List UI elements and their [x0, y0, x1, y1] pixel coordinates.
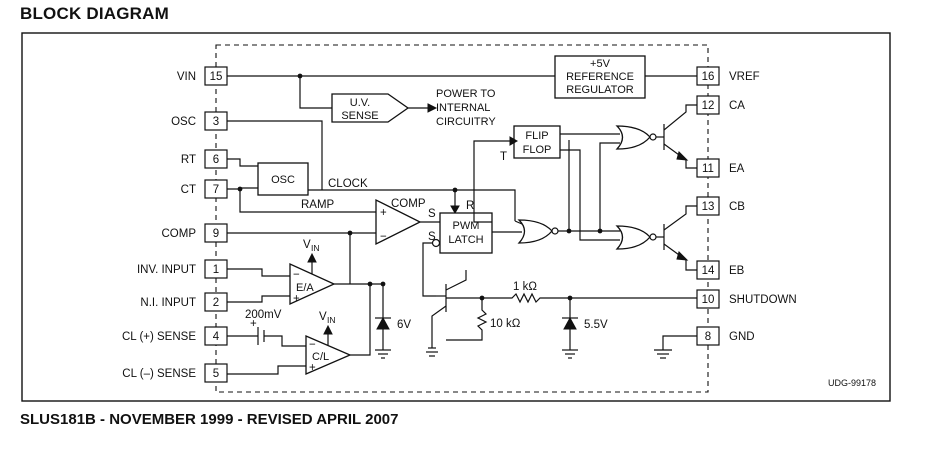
reference-line-2: REFERENCE: [566, 71, 634, 83]
pwm-latch-block: [439, 212, 493, 254]
r1k-label: 1 kΩ: [513, 281, 537, 293]
pin-number-10: 10: [702, 294, 715, 306]
right-pins: 16 VREF 12 CA 11 EA 13 CB 14 EB 10 SHUTD…: [696, 66, 797, 346]
reference-line-1: +5V: [590, 58, 611, 70]
document-footer: SLUS181B - NOVEMBER 1999 - REVISED APRIL…: [20, 411, 399, 428]
power-note-line-1: POWER TO: [436, 88, 496, 100]
reference-regulator-block: [554, 55, 646, 99]
ramp-label: RAMP: [301, 199, 335, 211]
zener-6v-label: 6V: [397, 319, 411, 331]
outer-frame: [21, 32, 891, 402]
comp-plus: +: [380, 207, 387, 219]
current-limit-amplifier: [305, 335, 352, 375]
pin-label-ea: EA: [729, 163, 745, 175]
t-label: T: [500, 151, 507, 163]
power-note-line-3: CIRCUITRY: [436, 116, 496, 128]
osc-block-label: OSC: [271, 174, 295, 186]
pin-number-4: 4: [213, 331, 220, 343]
vin-label-sub: IN: [311, 243, 320, 253]
pin-label-eb: EB: [729, 265, 745, 277]
r-label: R: [466, 200, 474, 212]
left-pins: VIN 15 OSC 3 RT 6 CT 7 COMP 9 INV. INPUT…: [122, 66, 228, 383]
pin-number-8: 8: [705, 331, 711, 343]
pwm-comparator: [375, 198, 422, 246]
vin2-label-top: V: [319, 311, 327, 323]
clock-label: CLOCK: [328, 178, 368, 190]
vin-label-top: V: [303, 239, 311, 251]
pin-number-13: 13: [702, 201, 715, 213]
pin-label-cl-plus-sense: CL (+) SENSE: [122, 331, 196, 343]
pin-number-16: 16: [702, 71, 715, 83]
comp-minus: −: [380, 231, 387, 243]
pin-label-vref: VREF: [729, 71, 760, 83]
drawing-id: UDG-99178: [828, 378, 876, 388]
pin-label-osc: OSC: [171, 116, 196, 128]
pin-number-7: 7: [213, 184, 219, 196]
power-note-line-2: INTERNAL: [436, 102, 490, 114]
pin-number-14: 14: [702, 265, 715, 277]
ea-plus: +: [293, 293, 300, 305]
chip-outline: [215, 44, 709, 393]
cl-label: C/L: [312, 351, 329, 363]
comp-label: COMP: [391, 198, 426, 210]
r10k-label: 10 kΩ: [490, 318, 521, 330]
flip-flop-line-2: FLOP: [523, 144, 552, 156]
pin-label-ni-input: N.I. INPUT: [140, 297, 196, 309]
pin-number-6: 6: [213, 154, 219, 166]
pin-label-inv-input: INV. INPUT: [137, 264, 196, 276]
pin-label-rt: RT: [181, 154, 196, 166]
pin-label-shutdown: SHUTDOWN: [729, 294, 797, 306]
pin-number-2: 2: [213, 297, 219, 309]
page-title: BLOCK DIAGRAM: [20, 4, 169, 23]
cl-plus: +: [309, 362, 316, 374]
pin-label-comp: COMP: [162, 228, 197, 240]
s2-label: S: [428, 231, 436, 243]
flip-flop-line-1: FLIP: [525, 130, 548, 142]
flip-flop-block: [513, 125, 561, 159]
uv-sense-buffer: [331, 93, 410, 123]
mv200-label: 200mV: [245, 309, 282, 321]
pwm-latch-line-1: PWM: [453, 220, 480, 232]
pwm-latch-line-2: LATCH: [448, 234, 483, 246]
pin-label-cl-minus-sense: CL (–) SENSE: [122, 368, 196, 380]
plus-200mv: +: [250, 318, 257, 330]
uv-sense-line-1: U.V.: [350, 97, 370, 109]
pin-label-ca: CA: [729, 100, 745, 112]
latch-nor-gate: [517, 219, 553, 244]
pin-number-15: 15: [210, 71, 223, 83]
s1-label: S: [428, 208, 436, 220]
pin-number-3: 3: [213, 116, 219, 128]
pin-number-5: 5: [213, 368, 219, 380]
pin-label-vin: VIN: [177, 71, 196, 83]
vin2-label-sub: IN: [327, 315, 336, 325]
pin-number-12: 12: [702, 100, 715, 112]
ea-minus: −: [293, 269, 300, 281]
nor-gate-b: [615, 225, 651, 250]
pin-label-gnd: GND: [729, 331, 755, 343]
reference-line-3: REGULATOR: [566, 84, 633, 96]
osc-block: [257, 162, 309, 196]
pin-label-ct: CT: [181, 184, 196, 196]
zener-55v-label: 5.5V: [584, 319, 608, 331]
cl-minus: −: [309, 339, 316, 351]
pin-number-1: 1: [213, 264, 219, 276]
nor-gate-a: [615, 125, 651, 150]
pin-number-9: 9: [213, 228, 219, 240]
uv-sense-line-2: SENSE: [341, 110, 378, 122]
pin-number-11: 11: [702, 163, 714, 175]
ea-label: E/A: [296, 282, 314, 294]
pin-label-cb: CB: [729, 201, 745, 213]
